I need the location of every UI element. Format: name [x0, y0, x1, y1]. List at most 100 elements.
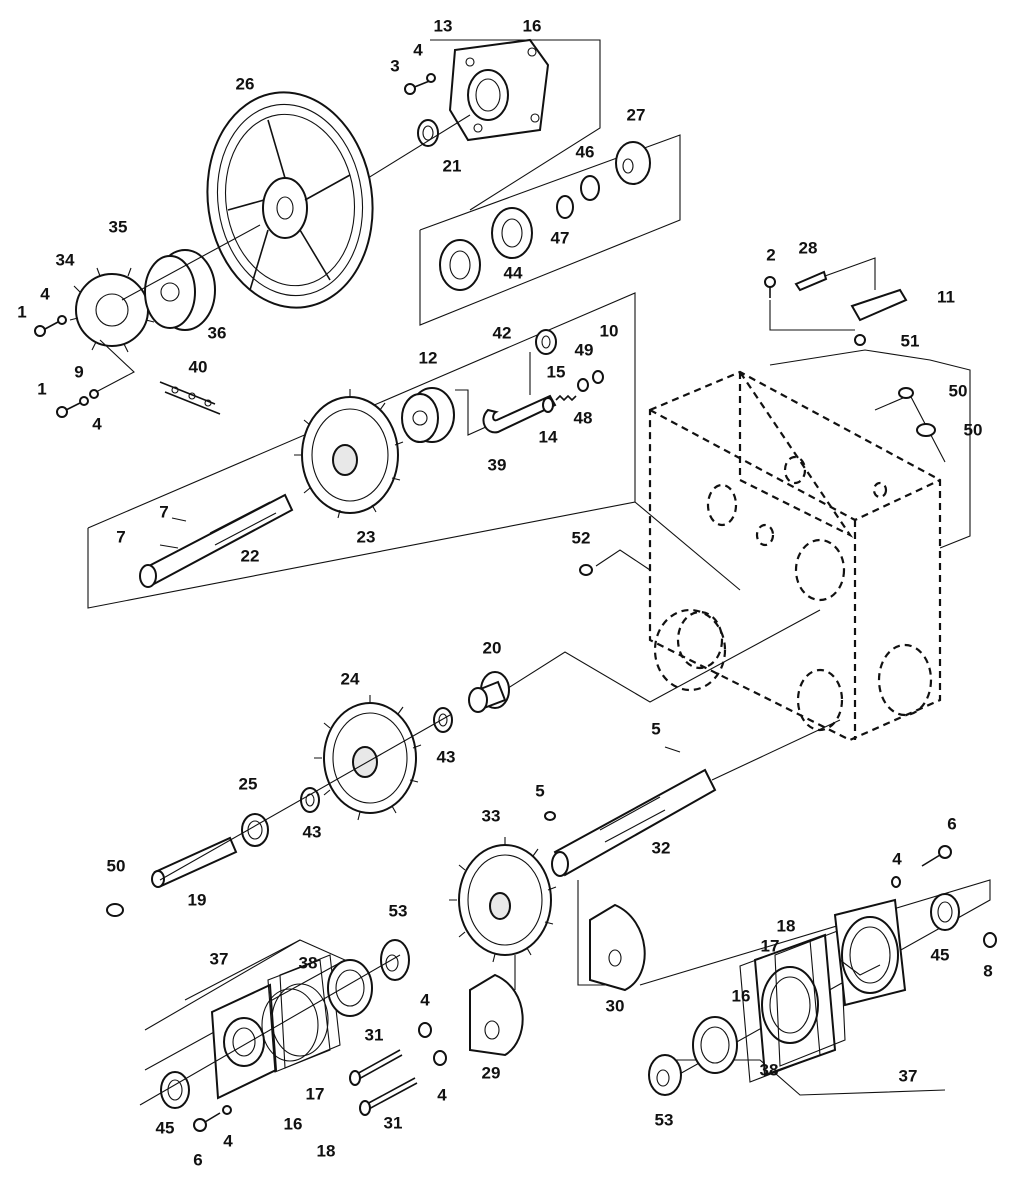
- callout-52: 52: [571, 528, 591, 548]
- bottom-left-frame-b: [184, 939, 301, 1001]
- callout-5: 5: [651, 719, 661, 739]
- leader-11-case: [769, 349, 971, 549]
- bolt-3: [404, 73, 436, 95]
- snap-ring-46: [580, 175, 600, 201]
- gear-23: [294, 389, 404, 519]
- callout-50: 50: [106, 856, 126, 876]
- bushing-42: [535, 329, 557, 355]
- shaft-32: [551, 768, 717, 877]
- callout-15: 15: [546, 362, 566, 382]
- callout-2: 2: [766, 245, 776, 265]
- bearing-38-right: [692, 1016, 738, 1074]
- callout-25: 25: [238, 774, 258, 794]
- callout-42: 42: [492, 323, 512, 343]
- callout-49: 49: [574, 340, 594, 360]
- callout-47: 47: [550, 228, 570, 248]
- callout-46: 46: [575, 142, 595, 162]
- callout-20: 20: [482, 638, 502, 658]
- callout-10: 10: [599, 321, 619, 341]
- seal-21: [417, 119, 439, 147]
- callout-18: 18: [316, 1141, 336, 1161]
- callout-31: 31: [364, 1025, 384, 1045]
- callout-37: 37: [898, 1066, 918, 1086]
- plug-50c: [106, 903, 124, 917]
- callout-16: 16: [283, 1114, 303, 1134]
- bolt-6-right: [921, 845, 952, 867]
- callout-24: 24: [340, 669, 360, 689]
- callout-7: 7: [159, 502, 169, 522]
- callout-16: 16: [731, 986, 751, 1006]
- leader-2: [769, 300, 855, 331]
- leader-30: [577, 880, 605, 986]
- axis-line-32: [711, 719, 841, 781]
- callout-27: 27: [626, 105, 646, 125]
- bracket-28: [794, 270, 828, 292]
- pinion-53-right: [648, 1054, 682, 1096]
- callout-33: 33: [481, 806, 501, 826]
- callout-8: 8: [983, 961, 993, 981]
- callout-11: 11: [937, 287, 955, 307]
- ball-48: [577, 378, 589, 392]
- leader-9: [95, 339, 135, 393]
- callout-16: 16: [522, 16, 542, 36]
- callout-36: 36: [207, 323, 227, 343]
- bearing-44b: [491, 207, 533, 259]
- callout-23: 23: [356, 527, 376, 547]
- callout-40: 40: [188, 357, 208, 377]
- washer-8: [983, 932, 997, 948]
- callout-19: 19: [187, 890, 207, 910]
- leader-right-cover: [839, 959, 881, 976]
- bushing-20: [468, 671, 510, 713]
- callout-4: 4: [420, 990, 430, 1010]
- key-7a: [159, 544, 179, 549]
- bearing-44a: [439, 239, 481, 291]
- bolt-2: [764, 276, 776, 298]
- shift-fork-39: [482, 394, 557, 434]
- callout-38: 38: [298, 953, 318, 973]
- callout-4: 4: [40, 284, 50, 304]
- callout-53: 53: [388, 901, 408, 921]
- callout-4: 4: [413, 40, 423, 60]
- callout-17: 17: [760, 936, 780, 956]
- callout-18: 18: [776, 916, 796, 936]
- callout-4: 4: [92, 414, 102, 434]
- callout-34: 34: [55, 250, 75, 270]
- callout-5: 5: [535, 781, 545, 801]
- sprocket-34: [69, 267, 155, 353]
- callout-53: 53: [654, 1110, 674, 1130]
- plug-50a: [898, 387, 914, 399]
- callout-1: 1: [37, 379, 47, 399]
- callout-30: 30: [605, 996, 625, 1016]
- hub-36: [144, 249, 216, 331]
- coupling-12: [401, 387, 455, 443]
- flange-housing-13: [448, 38, 550, 142]
- plug-52: [579, 564, 593, 576]
- bearing-43a: [433, 707, 453, 733]
- washer-4-mid-b: [433, 1050, 447, 1066]
- callout-3: 3: [390, 56, 400, 76]
- leader-28: [824, 257, 876, 290]
- ring-10: [592, 370, 604, 384]
- bearing-38-left: [327, 959, 373, 1017]
- top-housing-bracket: [430, 39, 601, 211]
- callout-22: 22: [240, 546, 260, 566]
- shaft-19: [151, 836, 238, 888]
- leader-20: [504, 609, 821, 703]
- frame-link: [634, 501, 741, 591]
- key-5a: [664, 746, 681, 753]
- axis-line-36: [121, 224, 261, 301]
- collar-14: [542, 397, 554, 413]
- leader-52: [595, 549, 651, 571]
- callout-39: 39: [487, 455, 507, 475]
- callout-28: 28: [798, 238, 818, 258]
- callout-6: 6: [193, 1150, 203, 1170]
- callout-50: 50: [948, 381, 968, 401]
- callout-29: 29: [481, 1063, 501, 1083]
- bolt-1a: [34, 315, 67, 337]
- gear-case: [648, 368, 942, 742]
- callout-26: 26: [235, 74, 255, 94]
- spring-15: [555, 394, 577, 402]
- seal-45-right: [930, 893, 960, 931]
- callout-51: 51: [900, 331, 920, 351]
